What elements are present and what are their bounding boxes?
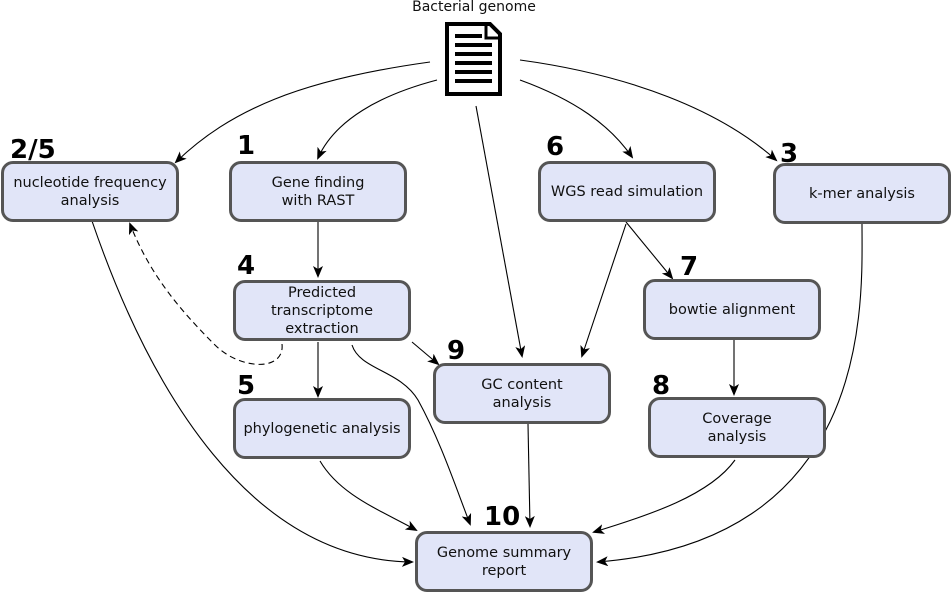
edge-gc-to-report [524, 423, 535, 528]
node-wgs-read-simulation: WGS read simulation [538, 161, 716, 222]
step-number-3: 3 [780, 139, 799, 169]
edge-kmer-to-report [596, 223, 863, 567]
edge-wgs-to-gc [580, 223, 627, 358]
edge-source-to-kmer [519, 59, 778, 162]
step-number-5: 5 [237, 371, 256, 401]
source-label: Bacterial genome [412, 0, 536, 15]
edge-source-to-gene-finding [317, 79, 438, 160]
node-label: k-mer analysis [809, 185, 915, 202]
edge-wgs-to-bowtie [625, 221, 674, 280]
step-number-4: 4 [237, 251, 256, 281]
node-gc-content: GC content analysis [433, 363, 611, 424]
node-nucleotide-frequency: nucleotide frequency analysis [1, 161, 179, 222]
edge-nucleotide-to-report [91, 220, 414, 567]
edge-transcriptome-to-gc [411, 341, 440, 366]
node-label: Genome summary report [436, 544, 572, 579]
step-number-6: 6 [546, 132, 565, 162]
edge-source-to-wgs [519, 79, 634, 159]
node-genome-summary-report: Genome summary report [415, 531, 593, 592]
node-predicted-transcriptome: Predicted transcriptome extraction [233, 280, 411, 341]
node-bowtie-alignment: bowtie alignment [643, 279, 821, 340]
node-kmer-analysis: k-mer analysis [773, 163, 951, 224]
node-label: phylogenetic analysis [243, 420, 401, 437]
edge-source-to-gc [475, 105, 526, 358]
step-number-1: 1 [237, 131, 256, 161]
node-label: WGS read simulation [550, 183, 704, 200]
step-number-8: 8 [652, 371, 671, 401]
edge-phylo-to-report [319, 460, 418, 531]
node-label: Gene finding with RAST [271, 174, 365, 209]
edge-source-to-nucleotide [174, 61, 431, 164]
node-label: Predicted transcriptome extraction [270, 284, 374, 337]
step-number-10: 10 [484, 502, 521, 532]
step-number-7: 7 [680, 252, 699, 282]
node-phylogenetic-analysis: phylogenetic analysis [233, 398, 411, 459]
step-number-2-5: 2/5 [10, 135, 56, 165]
document-icon [445, 22, 502, 96]
node-gene-finding: Gene finding with RAST [229, 161, 407, 222]
edge-transcriptome-to-report [351, 344, 472, 526]
step-number-9: 9 [447, 336, 466, 366]
edge-transcriptome-to-nucleotide [128, 222, 283, 365]
edge-coverage-to-report [592, 459, 736, 534]
node-coverage-analysis: Coverage analysis [648, 397, 826, 458]
node-label: Coverage analysis [702, 410, 772, 445]
node-label: GC content analysis [481, 376, 563, 411]
node-label: nucleotide frequency analysis [13, 174, 167, 209]
node-label: bowtie alignment [668, 301, 796, 318]
